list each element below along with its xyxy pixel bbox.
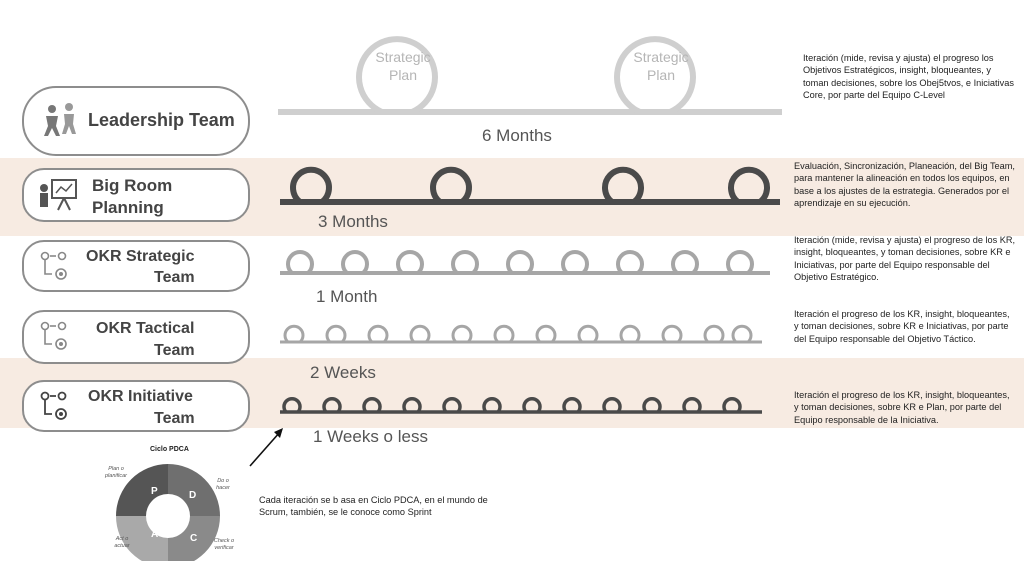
big-room-pill: Big Room Planning: [22, 168, 250, 222]
pdca-check-label: Check o verificar: [213, 538, 235, 551]
description-big-room: Evaluación, Sincronización, Planeación, …: [794, 161, 1015, 209]
presentation-icon: [40, 179, 77, 211]
big-room-loop-1: [290, 166, 332, 205]
workflow-icon: [40, 391, 67, 420]
pdca-ring: [116, 464, 220, 561]
okr-initiative-timeline: [280, 396, 762, 414]
pdca-title: Ciclo PDCA: [150, 446, 189, 453]
okr-initiative-label-line2: Team: [154, 410, 195, 427]
big-room-loop-4: [728, 166, 770, 205]
strategic-plan-loop-2: [614, 36, 696, 115]
strategic-plan-loop-1: [356, 36, 438, 115]
leadership-timeline: [278, 36, 782, 115]
okr-strategic-pill: OKR Strategic Team: [22, 240, 250, 292]
pdca-sector-plan: [116, 464, 168, 516]
strategic-plan-label-2-line2: Plan: [647, 67, 675, 83]
big-room-loop-2: [430, 166, 472, 205]
leadership-team-pill: Leadership Team: [22, 86, 250, 156]
pdca-letter-d: D: [189, 490, 196, 501]
okr-initiative-pill: OKR Initiative Team: [22, 380, 250, 432]
big-room-label-line1: Big Room: [92, 176, 173, 195]
strategic-plan-label-1-line2: Plan: [389, 67, 417, 83]
okr-tactical-pill: OKR Tactical Team: [22, 310, 250, 364]
pdca-act-label: Act o actuar: [114, 536, 130, 549]
okr-tactical-label-line1: OKR Tactical: [96, 320, 195, 337]
leadership-team-label: Leadership Team: [88, 110, 235, 130]
strategic-plan-label-1-line1: Strategic: [375, 49, 430, 65]
description-leadership: Iteración (mide, revisa y ajusta) el pro…: [803, 53, 1014, 101]
period-6-months: 6 Months: [482, 126, 552, 145]
period-2-weeks: 2 Weeks: [310, 363, 376, 382]
pdca-plan-label: Plan o planificar: [104, 466, 127, 479]
pdca-letter-c: C: [190, 533, 197, 544]
okr-strategic-label-line2: Team: [154, 269, 195, 286]
arrow-head: [274, 428, 283, 438]
okr-tactical-timeline: [280, 324, 762, 344]
big-room-timeline: [280, 166, 780, 205]
okr-strategic-label-line1: OKR Strategic: [86, 248, 195, 265]
pdca-note: Cada iteración se b asa en Ciclo PDCA, e…: [259, 495, 488, 518]
period-1-month: 1 Month: [316, 287, 378, 306]
description-okr-initiative: Iteración el progreso de los KR, insight…: [794, 390, 1010, 425]
pdca-sector-do: [168, 464, 220, 516]
period-1-week: 1 Weeks o less: [313, 427, 428, 446]
big-room-loop-3: [602, 166, 644, 205]
pdca-letter-p: P: [151, 486, 158, 497]
okr-initiative-label-line1: OKR Initiative: [88, 388, 193, 405]
pdca-sector-act: [116, 516, 168, 561]
big-room-label-line2: Planning: [92, 198, 164, 217]
pdca-letter-a: A: [151, 529, 158, 540]
people-icon: [44, 103, 76, 136]
description-okr-strategic: Iteración (mide, revisa y ajusta) el pro…: [794, 235, 1016, 283]
okr-strategic-timeline: [280, 250, 770, 275]
okr-tactical-label-line2: Team: [154, 342, 195, 359]
workflow-icon: [40, 321, 67, 350]
strategic-plan-label-2-line1: Strategic: [633, 49, 688, 65]
pdca-do-label: Do o hacer: [216, 478, 230, 491]
period-3-months: 3 Months: [318, 212, 388, 231]
arrow-line: [249, 431, 281, 467]
description-okr-tactical: Iteración el progreso de los KR, insight…: [794, 309, 1010, 344]
pdca-sector-check: [168, 516, 220, 561]
workflow-icon: [40, 251, 67, 280]
